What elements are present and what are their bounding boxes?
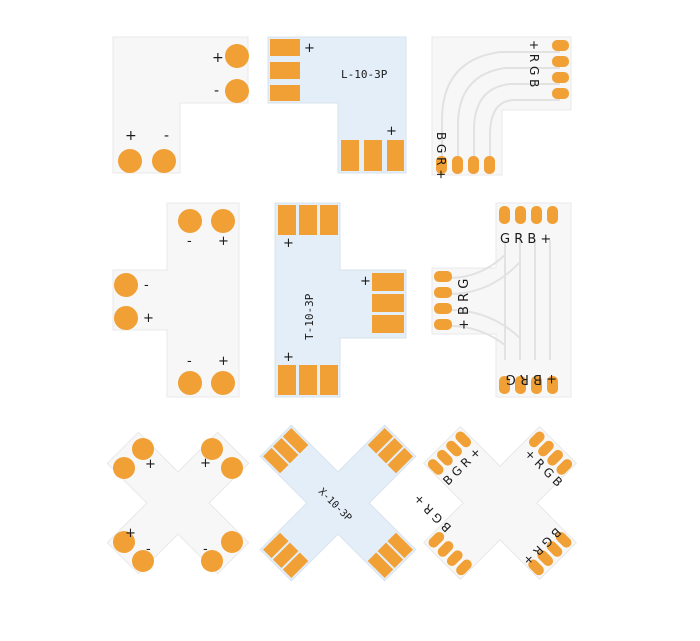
pad (552, 40, 569, 51)
pad (452, 156, 463, 174)
plus-label: + (218, 234, 229, 249)
x-connector-rgb: B G R + + R G B B G R + B G R + (411, 425, 578, 581)
pad (484, 156, 495, 174)
pad (320, 365, 338, 395)
t-connector-rgb: G R B + + B R G + B R G (431, 202, 572, 398)
pad (387, 140, 404, 171)
pad (434, 303, 452, 314)
pad (270, 62, 300, 79)
pad (278, 205, 296, 235)
plus-label: + (386, 124, 397, 139)
pad (113, 457, 135, 479)
pad (270, 39, 300, 56)
pad (114, 273, 138, 297)
rgb-label: + B R G (506, 371, 557, 386)
pad (531, 206, 542, 224)
pad (299, 205, 317, 235)
rgb-label: + R G B (527, 40, 541, 87)
l-connector-2pin: + - + - (112, 36, 249, 174)
plus-label: + (283, 350, 294, 365)
minus-label: - (144, 278, 149, 293)
pad (278, 365, 296, 395)
t-connector-2pin: - + - + - + (112, 202, 240, 398)
plus-label: + (125, 526, 136, 541)
plus-label: + (283, 236, 294, 251)
x-connector-3pin-pcb: X-10-3P (259, 424, 417, 582)
pad (225, 79, 249, 103)
pad (552, 56, 569, 67)
pad (434, 287, 452, 298)
pad (211, 209, 235, 233)
minus-label: - (164, 128, 169, 144)
plus-label: + (143, 311, 154, 326)
pad (211, 371, 235, 395)
pad (552, 72, 569, 83)
minus-label: - (203, 542, 208, 557)
pad (201, 550, 223, 572)
pad (114, 306, 138, 330)
pad (221, 531, 243, 553)
pad (436, 156, 447, 174)
pad (320, 205, 338, 235)
pad (221, 457, 243, 479)
pad (531, 376, 542, 394)
pad (515, 376, 526, 394)
pad (299, 365, 317, 395)
pcb-marking: L-10-3P (341, 68, 388, 81)
pad (434, 271, 452, 282)
plus-label: + (125, 128, 137, 144)
l-connector-3pin-pcb: L-10-3P + + (267, 36, 407, 174)
l-connector-rgb: + R G B B G R + (431, 36, 572, 179)
pad (434, 319, 452, 330)
pcb-marking: T-10-3P (303, 293, 316, 340)
minus-label: - (146, 542, 151, 557)
rgb-label: B G R + (434, 132, 448, 179)
pad (225, 44, 249, 68)
pad (547, 376, 558, 394)
pad (372, 315, 404, 333)
pad (201, 438, 223, 460)
t-connector-3pin-pcb: T-10-3P + + + (274, 202, 407, 398)
minus-label: - (214, 83, 219, 99)
plus-label: + (304, 41, 315, 56)
pad (372, 273, 404, 291)
pad (468, 156, 479, 174)
pad (499, 206, 510, 224)
plus-label: + (360, 274, 371, 289)
plus-label: + (200, 456, 211, 471)
pad (372, 294, 404, 312)
pad (499, 376, 510, 394)
plus-label: + (145, 457, 156, 472)
pad (132, 550, 154, 572)
pad (547, 206, 558, 224)
pad (364, 140, 382, 171)
plus-label: + (212, 50, 224, 66)
minus-label: - (187, 354, 192, 369)
pad (341, 140, 359, 171)
pad (118, 149, 142, 173)
pad (132, 438, 154, 460)
pad (178, 371, 202, 395)
plus-label: + (218, 354, 229, 369)
pad (552, 88, 569, 99)
pad (515, 206, 526, 224)
rgb-label: + B R G (457, 279, 472, 330)
minus-label: - (187, 234, 192, 249)
rgb-label: G R B + (500, 232, 551, 247)
pad (270, 85, 300, 101)
rgb-label: B G R + (411, 491, 454, 534)
x-connector-2pin: + + + - - (106, 431, 250, 575)
pad (113, 531, 135, 553)
pad (178, 209, 202, 233)
pad (152, 149, 176, 173)
